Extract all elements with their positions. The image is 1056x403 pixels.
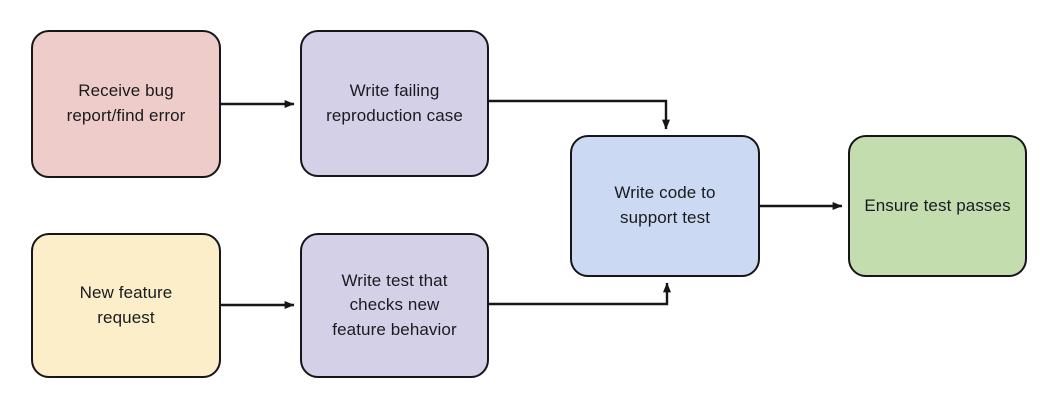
node-receive-bug-report[interactable]: Receive bug report/find error: [31, 30, 221, 178]
node-label: Ensure test passes: [864, 195, 1011, 215]
node-label: Write failing reproduction case: [326, 80, 463, 125]
edge-write-test-to-write-code: [489, 282, 671, 306]
node-label: New feature request: [79, 282, 173, 327]
edge-write-failing-to-write-code: [489, 99, 670, 130]
node-write-failing-reproduction-case[interactable]: Write failing reproduction case: [300, 30, 489, 177]
node-label: Write test that checks new feature behav…: [332, 270, 457, 339]
node-ensure-test-passes[interactable]: Ensure test passes: [848, 135, 1027, 277]
node-new-feature-request[interactable]: New feature request: [31, 233, 221, 378]
node-label: Receive bug report/find error: [66, 81, 186, 125]
node-write-test-checks-new-feature-behavior[interactable]: Write test that checks new feature behav…: [300, 233, 489, 378]
node-write-code-to-support-test[interactable]: Write code to support test: [570, 135, 760, 277]
node-label: Write code to support test: [614, 183, 716, 227]
